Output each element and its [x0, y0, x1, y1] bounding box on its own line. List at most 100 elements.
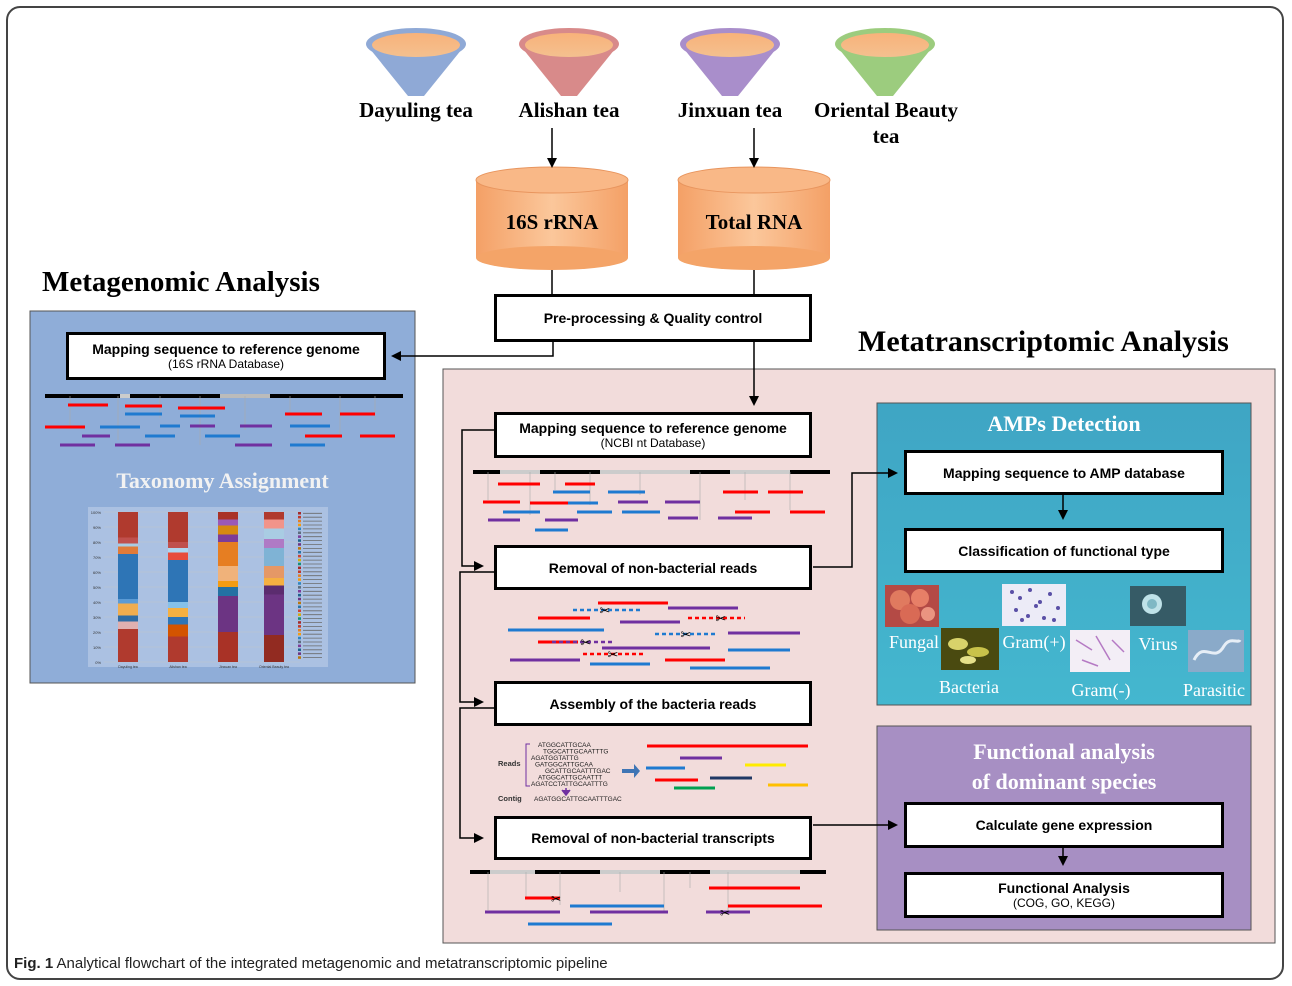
- svg-text:✂: ✂: [600, 604, 611, 619]
- taxonomy-legend-swatch: [298, 535, 301, 538]
- functional-title-line2: of dominant species: [971, 769, 1157, 794]
- taxonomy-bar-segment: [118, 537, 138, 544]
- metatranscriptomic-heading: Metatranscriptomic Analysis: [858, 325, 1229, 358]
- taxonomy-bar-segment: [168, 636, 188, 662]
- extraction-16s-label: 16S rRNA: [505, 210, 599, 234]
- tea-cup-jinxuan: [680, 28, 780, 96]
- meta-read-alignment-top: [473, 470, 830, 532]
- assembly-label: Assembly of the bacteria reads: [549, 695, 757, 712]
- taxonomy-bar-segment: [264, 548, 284, 566]
- taxonomy-stacked-bar-chart: 100%90%80%70%60%50%40%30%20%10%0% Dayuli…: [88, 507, 328, 669]
- taxonomy-ytick: 30%: [93, 615, 101, 620]
- classification-box: Classification of functional type: [904, 528, 1224, 573]
- taxonomy-legend-swatch: [298, 640, 301, 644]
- gram-negative-image: [1070, 630, 1130, 672]
- tea-label-dayuling: Dayuling tea: [359, 98, 473, 122]
- read-sequence: GATGGCATTGCAA: [535, 762, 594, 769]
- read-sequence: AGATCCTATTGCAATTTG: [531, 781, 608, 788]
- taxonomy-legend-swatch: [298, 578, 301, 581]
- taxonomy-legend-swatch: [298, 652, 301, 655]
- taxonomy-bar-segment: [168, 512, 188, 542]
- read-sequence: ATGGCATTGCAATTT: [538, 775, 602, 782]
- svg-text:✂: ✂: [581, 636, 592, 651]
- taxonomy-legend-swatch: [298, 582, 301, 585]
- taxonomy-bar-segment: [168, 608, 188, 617]
- taxonomy-legend-swatch: [298, 601, 301, 605]
- tea-cup-alishan: [519, 28, 619, 96]
- taxonomy-category-label: Oriental Beauty tea: [259, 665, 289, 669]
- taxonomy-bar-segment: [218, 542, 238, 566]
- taxonomy-bar-segment: [168, 617, 188, 625]
- taxonomy-ytick: 90%: [93, 525, 101, 530]
- preprocess-box: Pre-processing & Quality control: [494, 294, 812, 342]
- taxonomy-bar-segment: [118, 512, 138, 538]
- svg-text:✂: ✂: [681, 628, 692, 643]
- figure-frame: [6, 6, 1284, 980]
- taxonomy-legend-swatch: [298, 625, 301, 628]
- functional-analysis-subtitle: (COG, GO, KEGG): [1012, 896, 1115, 910]
- extraction-total-rna-label: Total RNA: [705, 210, 803, 234]
- taxonomy-bar-segment: [168, 548, 188, 553]
- type-label-fungal: Fungal: [888, 632, 939, 652]
- read-sequence: GCATTGCAATTTGAC: [545, 768, 611, 775]
- taxonomy-bar-segment: [118, 599, 138, 604]
- taxonomy-legend-swatch: [298, 590, 301, 593]
- meta-mapping-box: Mapping sequence to reference genome (NC…: [494, 412, 812, 458]
- tea-label-alishan: Alishan tea: [518, 98, 620, 122]
- tea-cup-dayuling: [366, 28, 466, 96]
- meta-read-filtering: ✂ ✂ ✂ ✂ ✂: [508, 601, 800, 670]
- taxonomy-legend-swatch: [298, 597, 301, 601]
- taxonomy-legend-swatch: [298, 648, 301, 651]
- taxonomy-legend-swatch: [298, 586, 301, 589]
- taxonomy-legend-swatch: [298, 617, 301, 620]
- functional-analysis-box: Functional Analysis (COG, GO, KEGG): [904, 872, 1224, 918]
- taxonomy-legend-swatch: [298, 527, 301, 531]
- taxonomy-legend-swatch: [298, 547, 301, 550]
- functional-title: Functional analysis of dominant species: [877, 737, 1251, 797]
- tea-cup-oriental-beauty: [835, 28, 935, 96]
- taxonomy-legend-swatch: [298, 519, 301, 523]
- taxonomy-bar-segment: [118, 546, 138, 554]
- taxonomy-bar-segment: [118, 554, 138, 599]
- taxonomy-bar-segment: [218, 596, 238, 632]
- taxonomy-legend-swatch: [298, 562, 301, 566]
- taxonomy-legend-swatch: [298, 543, 301, 546]
- taxonomy-legend-swatch: [298, 539, 301, 542]
- taxonomy-legend-swatch: [298, 609, 301, 612]
- taxonomy-bar-segment: [118, 621, 138, 629]
- cylinder-total-rna: [677, 166, 831, 270]
- gram-positive-image: [1002, 584, 1066, 626]
- taxonomy-ytick: 50%: [93, 585, 101, 590]
- amp-mapping-box: Mapping sequence to AMP database: [904, 450, 1224, 495]
- gene-expression-box: Calculate gene expression: [904, 802, 1224, 848]
- remove-nonbacterial-reads-label: Removal of non-bacterial reads: [548, 559, 758, 576]
- taxonomy-bar-segment: [218, 632, 238, 662]
- metagenomic-mapping-subtitle: (16S rRNA Database): [167, 357, 285, 371]
- meta-mapping-subtitle: (NCBI nt Database): [600, 436, 706, 450]
- tea-label-oriental-beauty: Oriental Beauty tea: [813, 98, 959, 148]
- type-label-parasitic: Parasitic: [1183, 680, 1245, 700]
- taxonomy-bar-segment: [218, 587, 238, 596]
- taxonomy-legend-swatch: [298, 574, 301, 577]
- virus-image: [1130, 586, 1186, 626]
- taxonomy-bar-segment: [218, 519, 238, 526]
- taxonomy-legend-swatch: [298, 558, 301, 562]
- metagenomic-mapping-box: Mapping sequence to reference genome (16…: [66, 332, 386, 380]
- fungal-image: [885, 585, 939, 627]
- amp-title: AMPs Detection: [987, 411, 1141, 436]
- taxonomy-legend-swatch: [298, 523, 301, 527]
- metagenomic-read-alignment: [45, 394, 403, 447]
- taxonomy-legend-swatch: [298, 621, 301, 624]
- taxonomy-legend-swatch: [298, 566, 301, 570]
- bacteria-image: [941, 628, 999, 670]
- amp-mapping-label: Mapping sequence to AMP database: [943, 464, 1185, 481]
- taxonomy-legend-swatch: [298, 512, 301, 515]
- functional-analysis-label: Functional Analysis: [998, 880, 1130, 896]
- taxonomy-bar-segment: [218, 581, 238, 587]
- metagenomic-mapping-title: Mapping sequence to reference genome: [92, 341, 360, 357]
- taxonomy-bar-segment: [264, 585, 284, 595]
- meta-mapping-title: Mapping sequence to reference genome: [519, 420, 787, 436]
- taxonomy-legend-swatch: [298, 551, 301, 554]
- taxonomy-legend-swatch: [298, 593, 301, 597]
- taxonomy-ytick: 20%: [93, 630, 101, 635]
